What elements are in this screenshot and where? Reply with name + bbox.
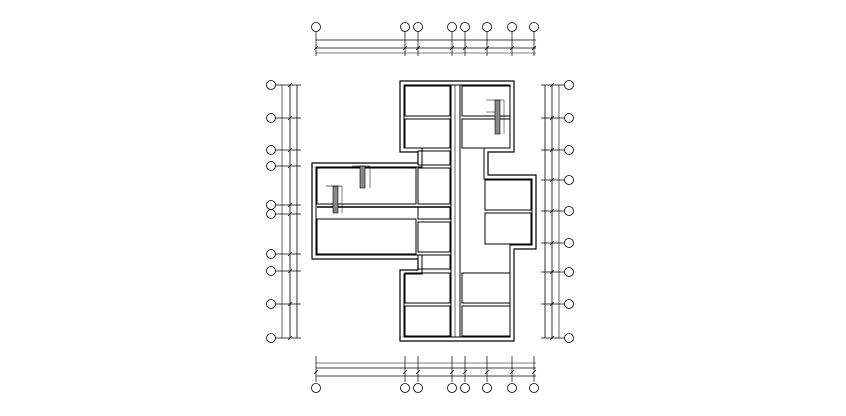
central-corridor	[450, 84, 461, 338]
axis-bubble-left	[266, 299, 276, 309]
axis-bubble-left	[266, 200, 276, 210]
axis-bubble-right	[564, 80, 574, 90]
axis-bubble-left	[266, 161, 276, 171]
right-dimension-strip	[541, 82, 565, 341]
axis-bubble-right	[564, 299, 574, 309]
axis-bubble-top	[400, 22, 410, 32]
axis-bubble-left	[266, 113, 276, 123]
axis-bubble-bottom	[413, 383, 423, 393]
axis-bubble-top	[413, 22, 423, 32]
axis-bubble-bottom	[460, 383, 470, 393]
axis-bubble-bottom	[311, 383, 321, 393]
axis-bubble-right	[564, 267, 574, 277]
axis-bubble-top	[507, 22, 517, 32]
axis-bubble-left	[266, 333, 276, 343]
bottom-dimension-strip	[313, 356, 537, 382]
axis-bubbles	[266, 22, 574, 393]
axis-bubble-bottom	[507, 383, 517, 393]
axis-bubble-left	[266, 145, 276, 155]
axis-bubble-left	[266, 266, 276, 276]
left-dimension-strip	[275, 82, 301, 341]
rooms	[316, 85, 532, 337]
stair-details	[326, 99, 505, 214]
axis-bubble-left	[266, 80, 276, 90]
axis-bubble-top	[460, 22, 470, 32]
building-outline	[311, 80, 537, 342]
axis-bubble-right	[564, 113, 574, 123]
top-dimension-strip	[313, 31, 537, 56]
axis-bubble-top	[447, 22, 457, 32]
axis-bubble-right	[564, 145, 574, 155]
axis-bubble-right	[564, 238, 574, 248]
axis-bubble-top	[482, 22, 492, 32]
axis-bubble-top	[311, 22, 321, 32]
axis-bubble-right	[564, 333, 574, 343]
axis-bubble-left	[266, 209, 276, 219]
axis-bubble-right	[564, 206, 574, 216]
axis-bubble-bottom	[482, 383, 492, 393]
axis-bubble-bottom	[447, 383, 457, 393]
axis-bubble-right	[564, 175, 574, 185]
axis-bubble-bottom	[400, 383, 410, 393]
axis-bubble-top	[529, 22, 539, 32]
axis-bubble-bottom	[529, 383, 539, 393]
axis-bubble-left	[266, 249, 276, 259]
